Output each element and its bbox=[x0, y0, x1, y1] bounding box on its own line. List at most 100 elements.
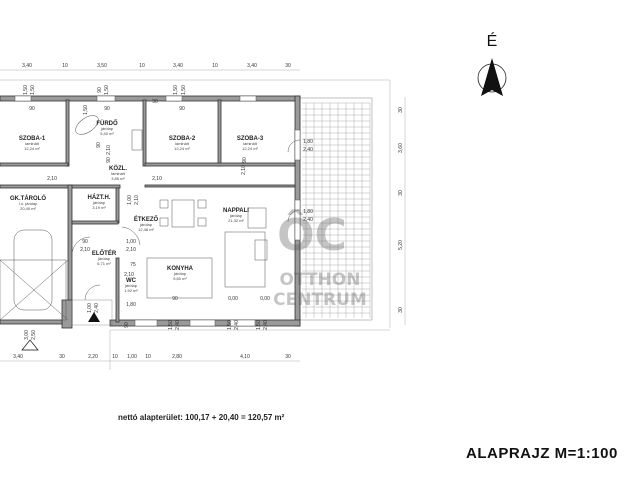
room-area: 21,32 m² bbox=[228, 218, 244, 223]
room-floor: járólap bbox=[173, 271, 187, 276]
room-area: 6,71 m² bbox=[97, 261, 111, 266]
room-name: HÁZT.H. bbox=[88, 194, 111, 201]
opening-dimension: 2,50 bbox=[31, 330, 37, 340]
opening-dimension: 90 bbox=[179, 106, 185, 112]
dimension-label: 3,50 bbox=[97, 63, 107, 69]
opening-dimension: 90 bbox=[104, 106, 110, 112]
dimension-label: 3,40 bbox=[247, 63, 257, 69]
dimension-label: 10 bbox=[139, 63, 145, 69]
entrance-steps bbox=[21, 299, 113, 351]
net-area-summary: nettó alapterület: 100,17 + 20,40 = 120,… bbox=[118, 413, 285, 422]
room-area: 1,92 m² bbox=[124, 288, 138, 293]
room-area: 12,24 m² bbox=[242, 146, 258, 151]
opening-dimension: 1,00 bbox=[87, 303, 93, 313]
opening-dimension: 90 bbox=[106, 157, 112, 163]
north-arrow-icon bbox=[481, 58, 503, 96]
room-area: 5,60 m² bbox=[173, 276, 187, 281]
opening-dimension: 90 bbox=[242, 157, 248, 163]
room-floor: I.o. járólap bbox=[19, 201, 38, 206]
terrace bbox=[299, 97, 373, 321]
opening-dimension: 3,00 bbox=[24, 330, 30, 340]
opening-dimension: 1,50 bbox=[181, 85, 187, 95]
opening-dimension: 75 bbox=[130, 262, 136, 268]
drawing-title: ALAPRAJZ M=1:100 bbox=[466, 445, 618, 462]
room-area: 12,48 m² bbox=[138, 227, 154, 232]
svg-text:CENTRUM: CENTRUM bbox=[273, 290, 367, 310]
room-floor: járólap bbox=[92, 200, 106, 205]
dimension-label: 10 bbox=[212, 63, 218, 69]
opening-dimension: 1,50 bbox=[83, 105, 89, 115]
room-floor: járólap bbox=[139, 222, 153, 227]
opening-dimension: 2,40 bbox=[94, 303, 100, 313]
room-name: ÉTKEZŐ bbox=[134, 215, 159, 223]
opening-dimension: 2,10 bbox=[126, 247, 136, 253]
opening-dimension: 2,40 bbox=[303, 147, 313, 153]
dimension-label: 2,80 bbox=[172, 354, 182, 360]
dimension-label: 1,00 bbox=[127, 354, 137, 360]
opening-dimension: 2,10 bbox=[47, 176, 57, 182]
opening-dimension: 0,00 bbox=[228, 296, 238, 302]
opening-dimension: 1,50 bbox=[173, 85, 179, 95]
opening-dimension: 90 bbox=[152, 99, 158, 105]
dimension-label: 30 bbox=[398, 307, 404, 313]
opening-dimension: 1,50 bbox=[30, 85, 36, 95]
opening-dimension: 2,40 bbox=[263, 320, 269, 330]
opening-dimension: 2,10 bbox=[134, 195, 140, 205]
svg-text:OTTHON: OTTHON bbox=[280, 270, 361, 290]
opening-dimension: 0,00 bbox=[260, 296, 270, 302]
dimension-label: 30 bbox=[398, 107, 404, 113]
room-area: 12,24 m² bbox=[174, 146, 190, 151]
room-name: GK.TÁROLÓ bbox=[10, 194, 46, 202]
walls bbox=[0, 95, 301, 329]
dimension-label: 30 bbox=[398, 190, 404, 196]
opening-dimension: 1,50 bbox=[256, 320, 262, 330]
opening-dimension: 90 bbox=[124, 322, 130, 328]
opening-dimension: 90 bbox=[172, 296, 178, 302]
dimension-label: 10 bbox=[62, 63, 68, 69]
dimension-label: 10 bbox=[145, 354, 151, 360]
opening-dimension: 2,10 bbox=[124, 272, 134, 278]
opening-dimension: 2,40 bbox=[303, 217, 313, 223]
opening-dimension: 1,00 bbox=[126, 239, 136, 245]
room-area: 3,19 m² bbox=[92, 205, 106, 210]
room-floor: járólap bbox=[97, 256, 111, 261]
opening-dimension: 2,40 bbox=[234, 320, 240, 330]
opening-dimension: 1,00 bbox=[127, 195, 133, 205]
room-floor: laminált bbox=[25, 141, 40, 146]
room-floor: laminált bbox=[111, 171, 126, 176]
opening-dimension: 1,80 bbox=[126, 302, 136, 308]
opening-dimension: 1,50 bbox=[227, 320, 233, 330]
opening-dimension: 2,10 bbox=[152, 176, 162, 182]
garage-entrance-arrow-icon bbox=[21, 339, 39, 351]
room-floor: járólap bbox=[100, 126, 114, 131]
room-name: WC bbox=[126, 278, 137, 284]
opening-dimension: 1,50 bbox=[168, 320, 174, 330]
opening-dimension: 2,10 bbox=[106, 145, 112, 155]
opening-dimension: 1,50 bbox=[23, 85, 29, 95]
north-compass: É bbox=[477, 31, 507, 96]
room-name: NAPPALI bbox=[223, 208, 249, 214]
svg-text:ÔC: ÔC bbox=[277, 208, 347, 261]
watermark: ÔC OTTHON CENTRUM bbox=[273, 208, 367, 310]
windows bbox=[14, 95, 301, 327]
opening-dimension: 2,10 bbox=[80, 247, 90, 253]
dimension-label: 2,20 bbox=[88, 354, 98, 360]
opening-dimension: 1,50 bbox=[104, 85, 110, 95]
room-area: 3,85 m² bbox=[111, 176, 125, 181]
room-area: 12,24 m² bbox=[24, 146, 40, 151]
opening-dimension: 2,10 bbox=[241, 165, 247, 175]
dimension-label: 10 bbox=[112, 354, 118, 360]
dimension-label: 30 bbox=[285, 63, 291, 69]
north-label: É bbox=[487, 31, 498, 50]
opening-dimension: 90 bbox=[96, 142, 102, 148]
